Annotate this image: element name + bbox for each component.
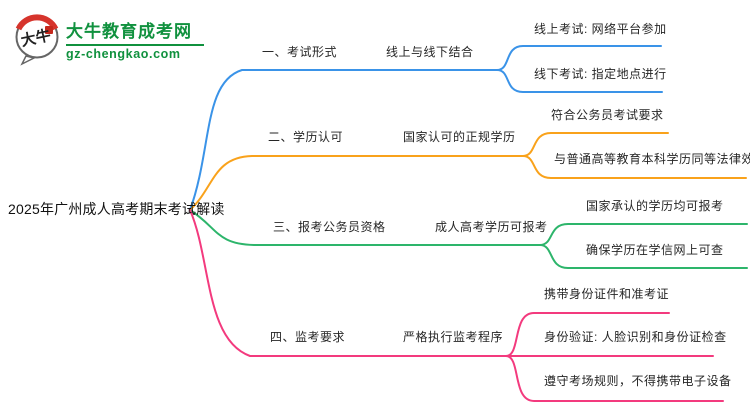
logo-text-block: 大牛教育成考网 gz-chengkao.com [66,17,204,61]
branch-3-leaf-2-line [539,244,748,269]
branch-4-main-line [189,209,507,357]
branch-3-subtopic: 成人高考学历可报考 [435,220,548,234]
branch-2-label: 二、学历认可 [268,130,344,144]
site-name: 大牛教育成考网 [66,22,192,41]
branch-2-leaf-1: 符合公务员考试要求 [551,108,664,122]
branch-3-lines [189,209,748,269]
svg-text:大牛: 大牛 [19,26,52,50]
branch-4-lines [189,209,724,402]
branch-2-lines [189,132,747,211]
branch-4-leaf-3: 遵守考场规则，不得携带电子设备 [544,374,732,388]
branch-1-leaf-1: 线上考试: 网络平台参加 [534,22,667,36]
branch-2-leaf-2: 与普通高等教育本科学历同等法律效力 [554,152,750,166]
site-url: gz-chengkao.com [66,47,181,61]
logo-divider [66,44,204,46]
branch-2-leaf-1-line [522,132,669,157]
branch-3-main-line [189,209,541,246]
branch-2-subtopic: 国家认可的正规学历 [403,130,516,144]
branch-2-leaf-2-line [522,155,747,179]
branch-4-leaf-1-line [505,312,670,357]
branch-4-leaf-2: 身份验证: 人脸识别和身份证检查 [544,330,727,344]
branch-4-leaf-3-line [505,355,724,402]
branch-1-leaf-2-line [496,69,663,93]
branch-1-main-line [189,69,498,211]
branch-1-label: 一、考试形式 [262,45,338,59]
site-logo: 大牛 大牛教育成考网 gz-chengkao.com [12,12,204,66]
branch-1-leaf-2: 线下考试: 指定地点进行 [534,67,667,81]
branch-4-subtopic: 严格执行监考程序 [403,330,504,344]
branch-3-label: 三、报考公务员资格 [273,220,386,234]
branch-4-label: 四、监考要求 [270,330,346,344]
branch-1-leaf-1-line [496,45,662,71]
branch-3-leaf-2: 确保学历在学信网上可查 [586,243,724,257]
branch-3-leaf-1-line [539,223,748,246]
branch-3-leaf-1: 国家承认的学历均可报考 [586,199,724,213]
branch-1-subtopic: 线上与线下结合 [386,45,474,59]
branch-1-lines [189,45,663,211]
branch-2-main-line [189,155,524,211]
mindmap-root-topic: 2025年广州成人高考期末考试解读 [8,201,225,217]
branch-4-leaf-1: 携带身份证件和准考证 [544,287,670,301]
daniu-bull-logo-icon: 大牛 [15,14,59,66]
